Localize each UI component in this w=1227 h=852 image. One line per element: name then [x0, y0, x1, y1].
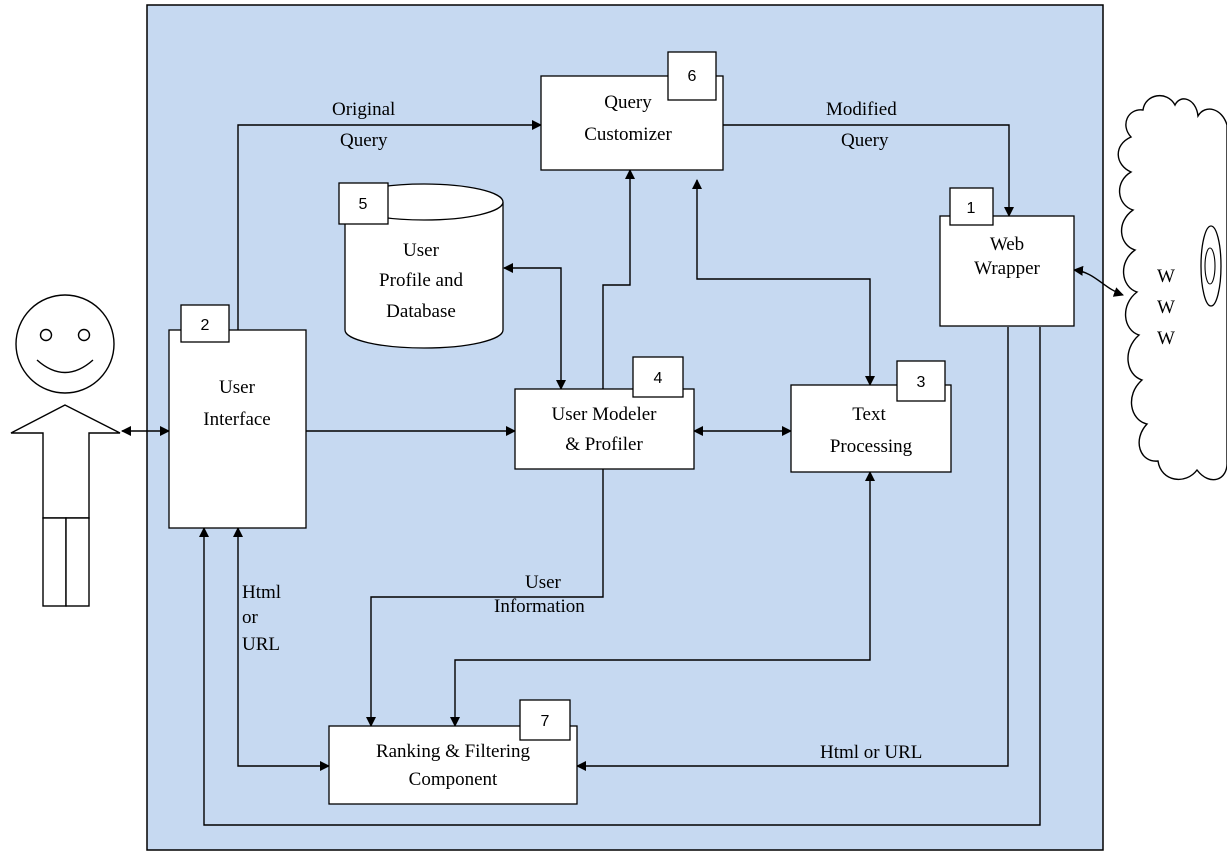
component-label: Query: [604, 92, 652, 113]
user-interface-component: User Interface 2: [169, 305, 306, 528]
component-label: Text: [852, 404, 886, 425]
component-label: User: [403, 240, 440, 261]
component-label: Profile and: [379, 270, 463, 291]
user-information-label: Information: [494, 596, 585, 617]
www-letter: W: [1157, 297, 1175, 318]
component-label: & Profiler: [565, 434, 643, 455]
modified-query-label: Query: [841, 130, 889, 151]
component-label: Database: [386, 301, 456, 322]
component-number-badge: 2: [201, 317, 210, 334]
original-query-label: Query: [340, 130, 388, 151]
html-or-url-left-label: URL: [242, 634, 280, 655]
www-letter: W: [1157, 266, 1175, 287]
html-or-url-left-label: or: [242, 607, 259, 628]
www-cloud-icon: W W W: [1118, 96, 1227, 480]
html-or-url-left-label: Html: [242, 582, 281, 603]
user-figure-icon: [11, 295, 120, 606]
component-label: Wrapper: [974, 258, 1040, 279]
component-label: Customizer: [584, 124, 672, 145]
component-number-badge: 4: [654, 370, 663, 387]
original-query-label: Original: [332, 99, 395, 120]
component-number-badge: 6: [688, 68, 697, 85]
component-label: Interface: [203, 409, 271, 430]
html-or-url-right-label: Html or URL: [820, 742, 922, 763]
component-number-badge: 1: [967, 200, 976, 217]
component-number-badge: 7: [541, 713, 550, 730]
component-number-badge: 5: [359, 196, 368, 213]
component-label: User Modeler: [552, 404, 658, 425]
component-label: Ranking & Filtering: [376, 741, 531, 762]
user-profile-database-component: User Profile and Database 5: [339, 183, 503, 348]
modified-query-label: Modified: [826, 99, 897, 120]
www-letter: W: [1157, 328, 1175, 349]
user-information-label: User: [525, 572, 562, 593]
component-label: User: [219, 377, 256, 398]
component-number-badge: 3: [917, 374, 926, 391]
component-label: Component: [409, 769, 498, 790]
component-label: Web: [990, 234, 1024, 255]
component-label: Processing: [830, 436, 913, 457]
